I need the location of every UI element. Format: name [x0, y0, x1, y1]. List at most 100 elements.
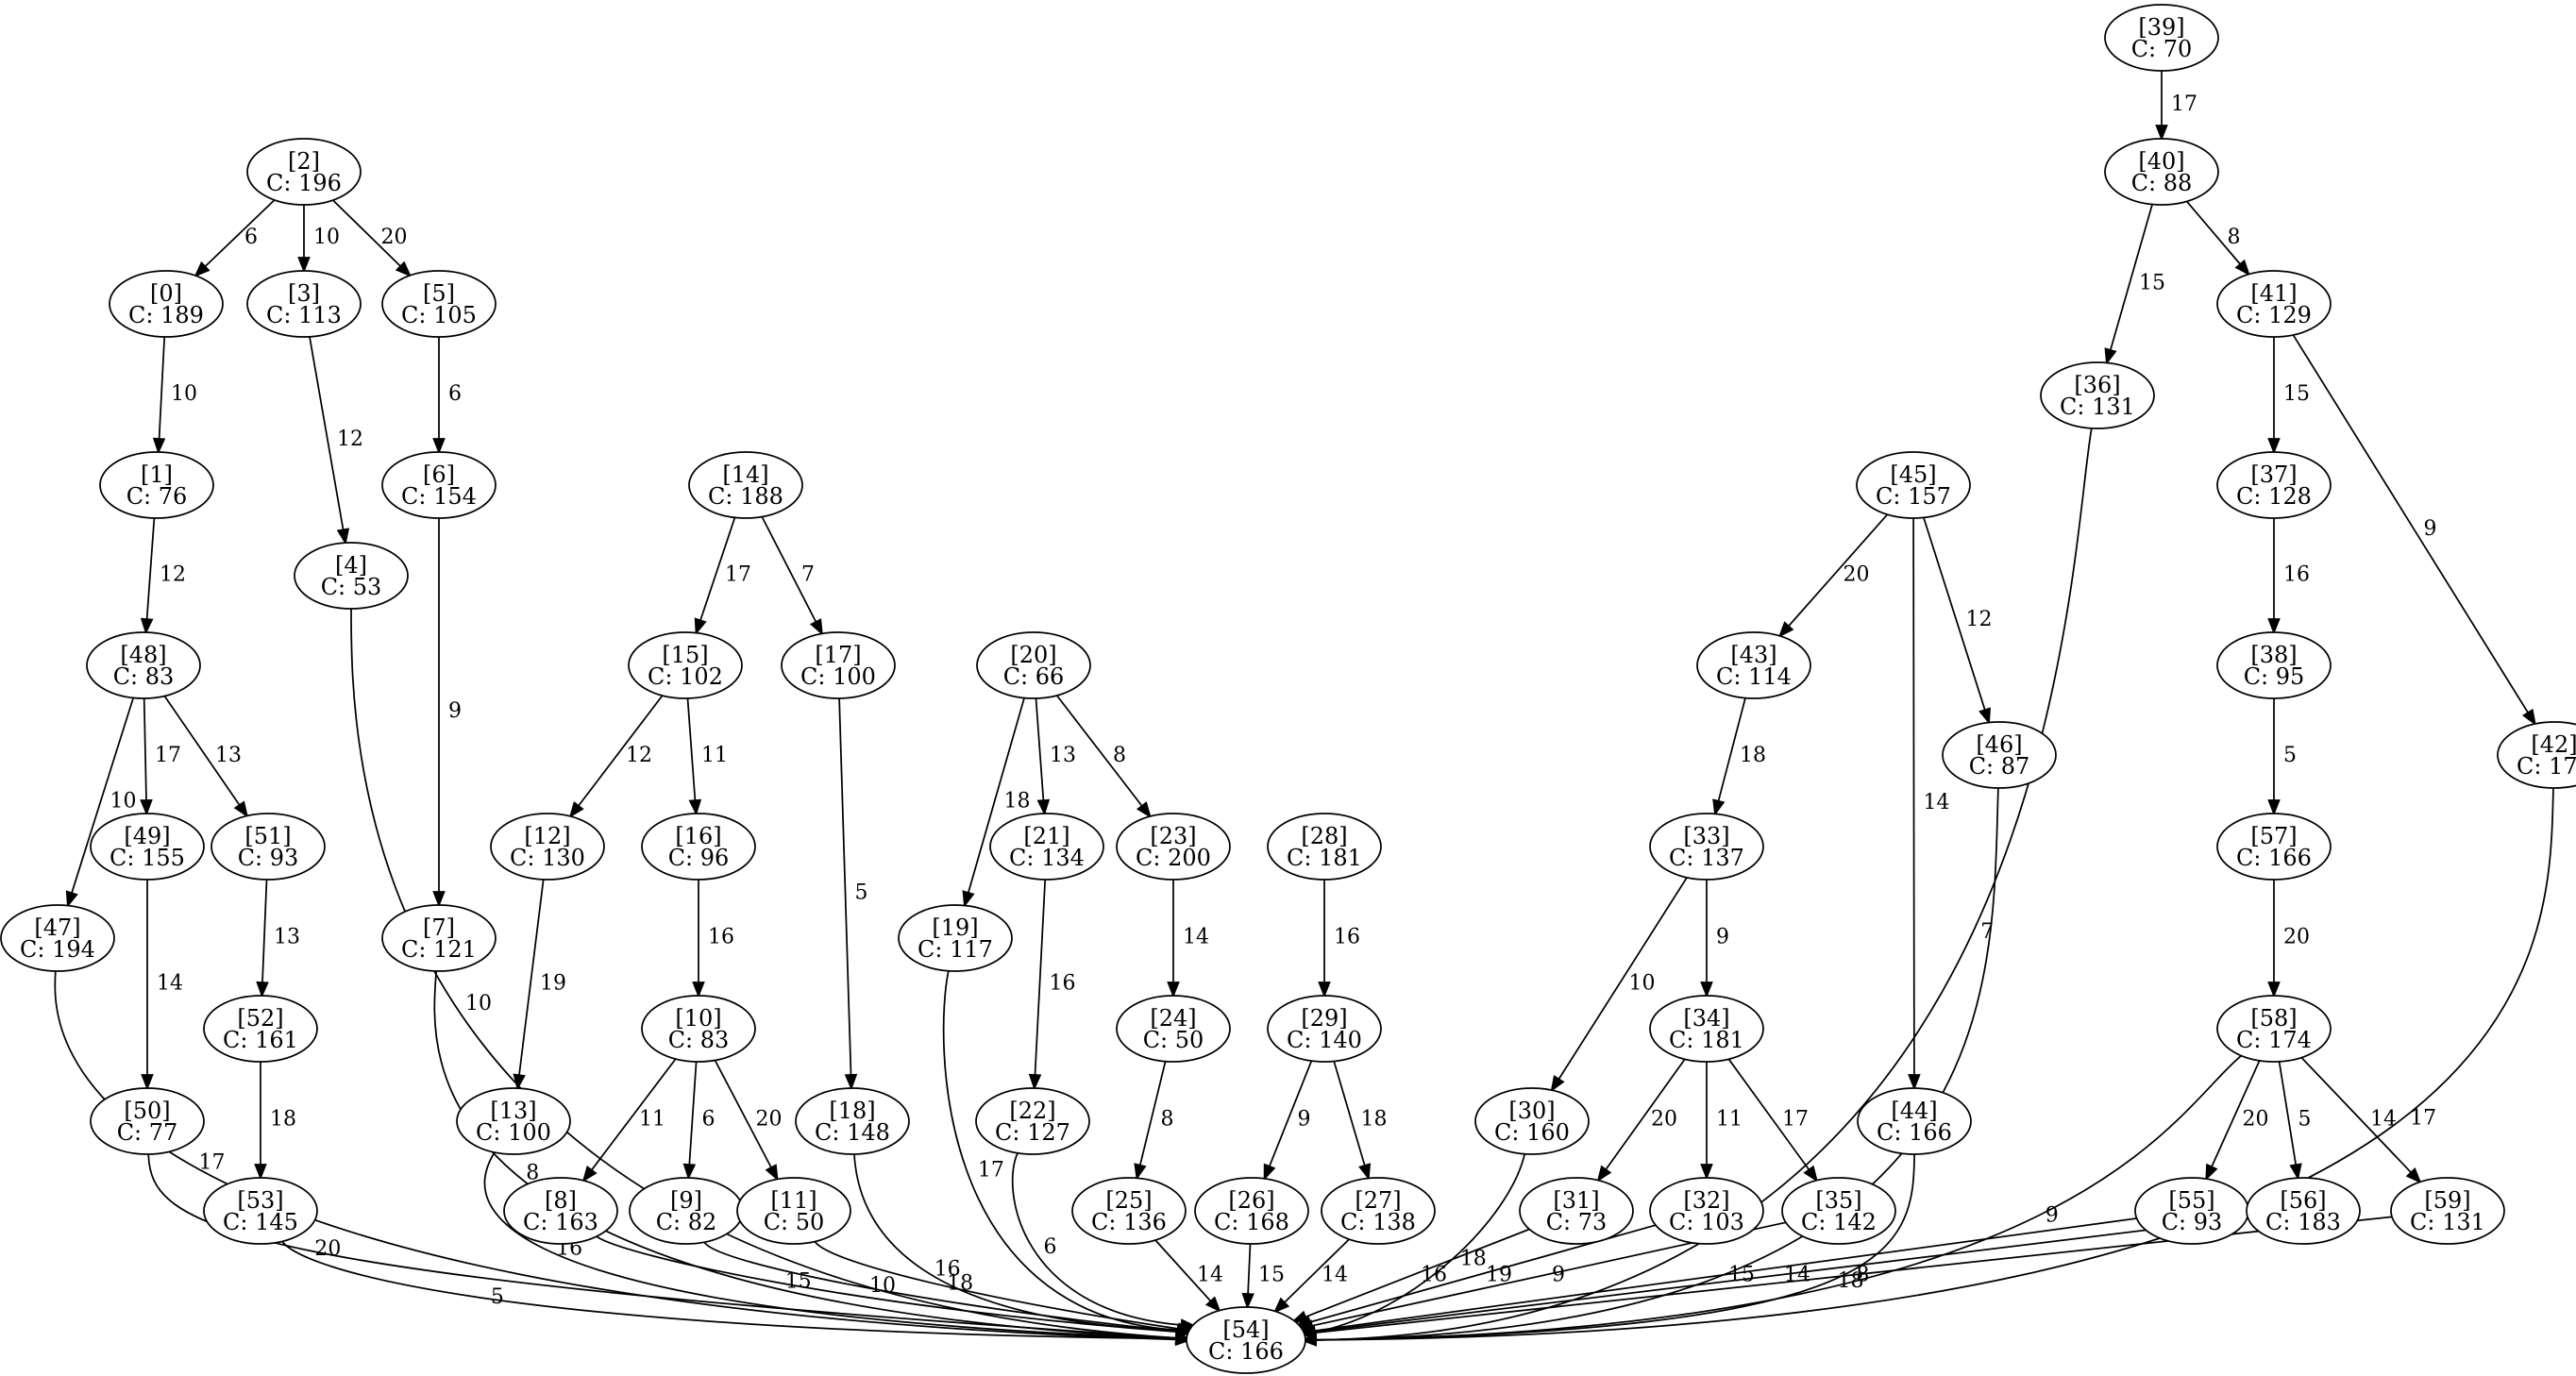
graph-node-56: [56]C: 183: [2246, 1177, 2361, 1245]
graph-node-46: [46]C: 87: [1942, 721, 2057, 789]
node-ellipse: [1942, 721, 2057, 789]
edge-weight-label: 7: [1980, 920, 1994, 944]
edge-weight-label: 5: [2298, 1108, 2312, 1132]
node-ellipse: [99, 451, 214, 519]
edge-26-54: 15: [1241, 1243, 1285, 1310]
node-ellipse: [1781, 1177, 1896, 1245]
edge-line: [204, 199, 276, 268]
arrowhead: [1241, 1292, 1254, 1310]
node-ellipse: [381, 270, 497, 338]
node-cost-label: C: 83: [113, 663, 175, 690]
graph-node-7: [7]C: 121: [381, 904, 497, 972]
edge-20-21: 13: [1035, 697, 1076, 816]
edge-41-42: 9: [2292, 334, 2536, 727]
node-ellipse: [294, 542, 409, 610]
node-ellipse: [781, 631, 896, 699]
node-cost-label: C: 181: [1287, 845, 1362, 871]
graph-node-6: [6]C: 154: [381, 451, 497, 519]
arrowhead: [336, 528, 350, 545]
edge-line: [71, 697, 135, 894]
node-ellipse: [90, 813, 205, 881]
edge-weight-label: 5: [2283, 744, 2297, 767]
node-id-label: [1]: [141, 461, 173, 488]
graph-node-42: [42]C: 173: [2497, 721, 2576, 789]
node-id-label: [34]: [1683, 1005, 1729, 1032]
node-cost-label: C: 127: [995, 1119, 1070, 1146]
node-id-label: [20]: [1010, 642, 1056, 668]
edge-line: [281, 1240, 1177, 1340]
node-id-label: [18]: [829, 1098, 875, 1124]
edge-weight-label: 16: [1421, 1264, 1447, 1287]
edge-line: [433, 970, 1177, 1339]
arrowhead: [2405, 1166, 2422, 1184]
graph-node-44: [44]C: 166: [1857, 1087, 1972, 1155]
edge-line: [1138, 1061, 1167, 1166]
edge-weight-label: 13: [215, 744, 242, 767]
edge-line: [591, 1058, 677, 1171]
edge-line: [350, 608, 1177, 1339]
edge-2-3: 10: [297, 205, 340, 274]
node-ellipse: [246, 138, 362, 206]
edge-2-5: 20: [332, 199, 412, 277]
node-cost-label: C: 53: [321, 574, 382, 600]
node-id-label: [28]: [1301, 823, 1347, 849]
graph-node-21: [21]C: 134: [989, 813, 1104, 881]
edge-weight-label: 20: [381, 226, 408, 249]
edge-10-8: 11: [581, 1058, 677, 1183]
node-cost-label: C: 100: [476, 1119, 551, 1146]
node-id-label: [37]: [2250, 461, 2297, 488]
node-cost-label: C: 136: [1091, 1209, 1167, 1235]
graph-node-45: [45]C: 157: [1856, 451, 1971, 519]
node-ellipse: [2104, 138, 2219, 206]
node-cost-label: C: 154: [401, 483, 477, 510]
edge-line: [967, 697, 1025, 894]
graph-node-12: [12]C: 130: [490, 813, 605, 881]
arrowhead: [152, 437, 166, 455]
edge-weight-label: 20: [1651, 1108, 1677, 1132]
edge-weight-label: 8: [2228, 226, 2241, 249]
node-ellipse: [109, 270, 224, 338]
node-id-label: [7]: [423, 915, 455, 941]
edge-41-37: 15: [2267, 337, 2310, 455]
node-ellipse: [503, 1177, 618, 1245]
node-cost-label: C: 76: [126, 483, 188, 510]
node-id-label: [58]: [2250, 1005, 2297, 1032]
edge-weight-label: 11: [1716, 1108, 1743, 1132]
edge-7-54: 8: [433, 970, 1192, 1345]
edge-38-57: 5: [2267, 698, 2297, 816]
node-cost-label: C: 174: [2236, 1027, 2312, 1053]
node-id-label: [44]: [1891, 1098, 1937, 1124]
node-cost-label: C: 103: [1669, 1209, 1744, 1235]
node-ellipse: [1696, 631, 1811, 699]
edge-weight-label: 15: [2283, 382, 2310, 406]
edge-21-22: 16: [1028, 879, 1076, 1091]
node-cost-label: C: 95: [2244, 663, 2305, 690]
edge-34-32: 11: [1700, 1062, 1743, 1181]
edge-weight-label: 8: [526, 1162, 539, 1185]
graph-node-53: [53]C: 145: [203, 1177, 318, 1245]
node-id-label: [46]: [1976, 731, 2022, 758]
edge-37-38: 16: [2267, 518, 2310, 635]
node-cost-label: C: 130: [510, 845, 585, 871]
node-cost-label: C: 134: [1009, 845, 1085, 871]
edge-40-36: 15: [2104, 204, 2165, 365]
graph-node-4: [4]C: 53: [294, 542, 409, 610]
edge-48-49: 17: [140, 697, 181, 816]
node-cost-label: C: 93: [238, 845, 299, 871]
edge-29-26: 9: [1263, 1060, 1313, 1182]
arrowhead: [432, 891, 446, 908]
edge-line: [2186, 200, 2241, 265]
arrowhead: [1318, 982, 1331, 998]
node-id-label: [52]: [237, 1005, 283, 1032]
node-id-label: [40]: [2138, 148, 2184, 175]
edge-line: [1315, 1054, 2242, 1341]
graph-node-43: [43]C: 114: [1696, 631, 1811, 699]
graph-node-25: [25]C: 136: [1071, 1177, 1187, 1245]
edge-weight-label: 18: [1838, 1269, 1864, 1293]
node-ellipse: [1194, 1177, 1309, 1245]
node-ellipse: [1267, 813, 1382, 881]
node-id-label: [42]: [2531, 731, 2576, 758]
edge-line: [714, 1060, 772, 1168]
edge-weight-label: 11: [701, 744, 728, 767]
edge-weight-label: 14: [1322, 1264, 1348, 1287]
